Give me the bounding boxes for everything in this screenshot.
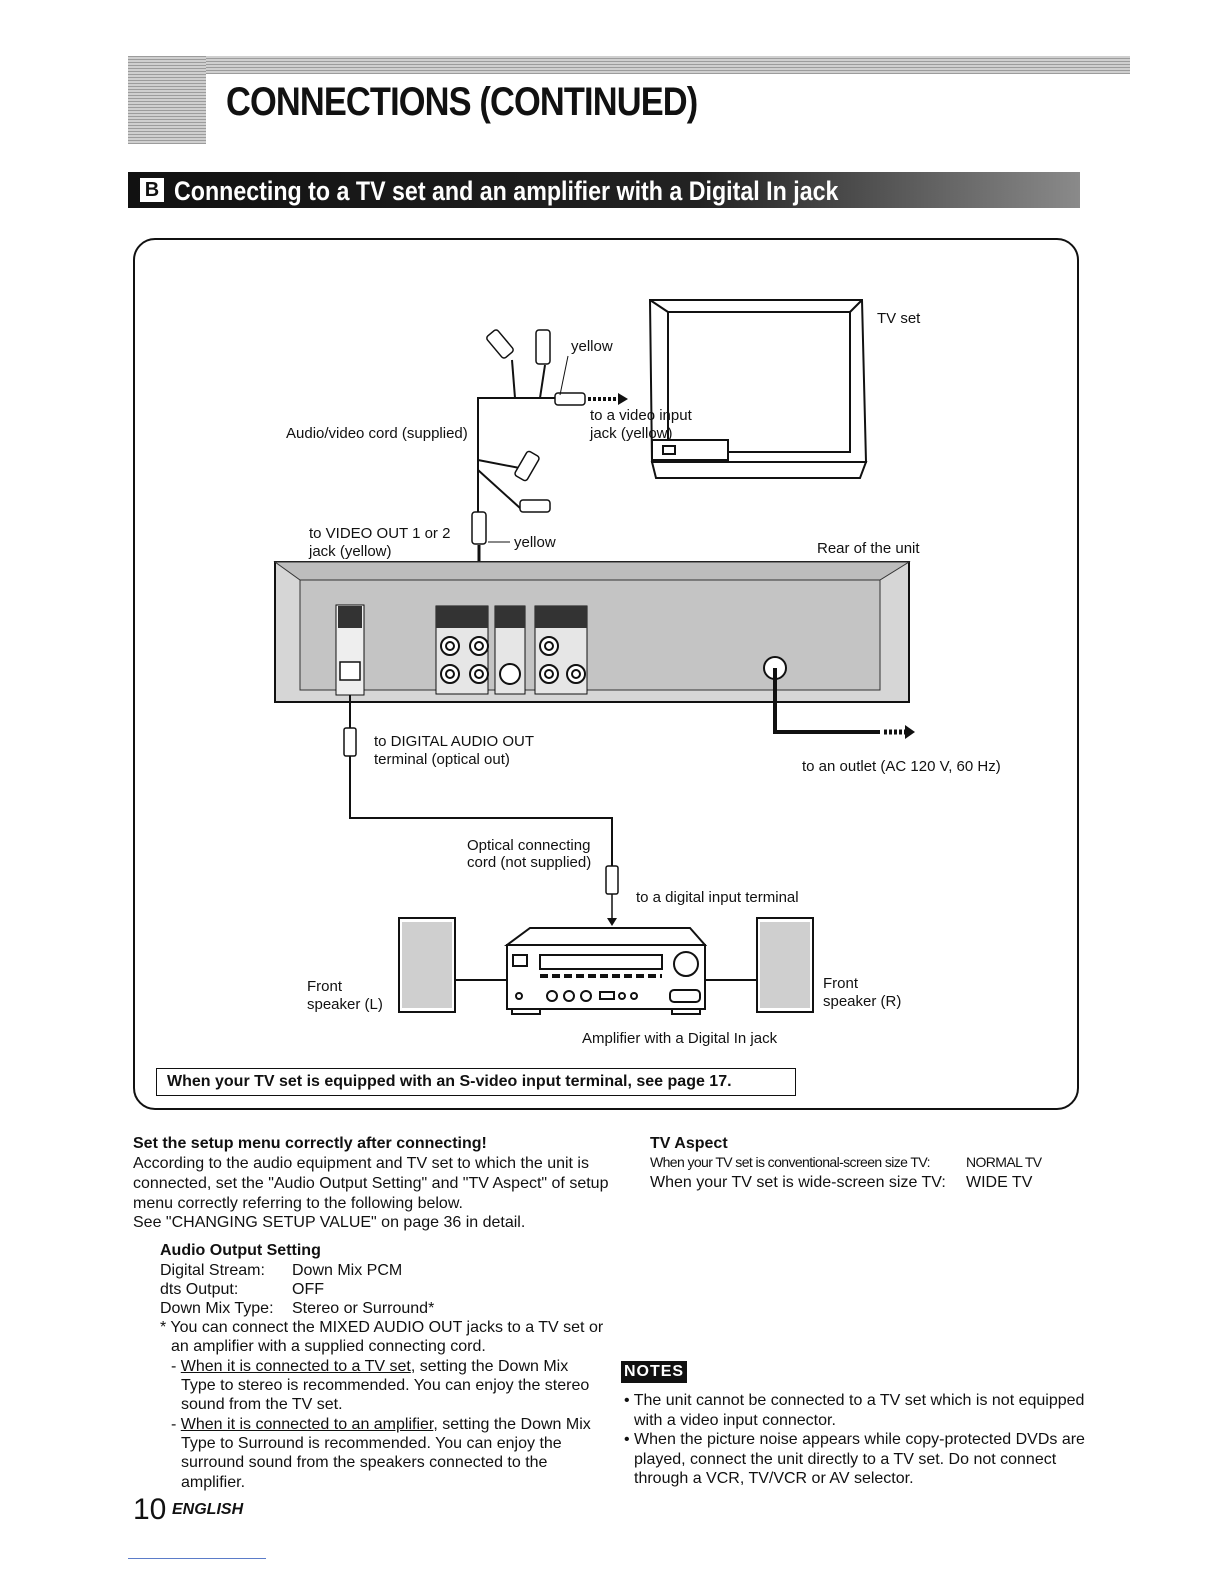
label-tv-set: TV set (877, 310, 921, 327)
setup-heading: Set the setup menu correctly after conne… (133, 1135, 487, 1152)
amp-case-underlined: When it is connected to an amplifier (180, 1416, 434, 1433)
tv-aspect-value: WIDE TV (966, 1174, 1033, 1191)
tv-aspect-condition: When your TV set is wide-screen size TV: (650, 1174, 946, 1191)
footnote-line-2: an amplifier with a supplied connecting … (171, 1338, 486, 1355)
amp-case-line-3: surround sound from the speakers connect… (181, 1454, 548, 1471)
label-front-left-2: speaker (L) (307, 996, 383, 1013)
label-video-out-2: jack (yellow) (309, 543, 392, 560)
setting-value: Down Mix PCM (292, 1262, 403, 1279)
av-cord (477, 359, 560, 520)
notes-badge: NOTES (621, 1361, 687, 1383)
section-bar (128, 172, 1080, 208)
setting-value: OFF (292, 1281, 324, 1298)
label-yellow-bottom: yellow (514, 534, 556, 551)
unit-rear-panel (273, 561, 911, 703)
amp-case-line-1: - When it is connected to an amplifier, … (171, 1416, 591, 1433)
setting-value: Stereo or Surround* (292, 1300, 435, 1317)
note-1-line-2: with a video input connector. (634, 1412, 836, 1429)
intro-line-2: connected, set the "Audio Output Setting… (133, 1175, 609, 1192)
language-label: ENGLISH (172, 1501, 244, 1518)
section-letter: B (140, 178, 164, 202)
page-number: 10 (133, 1493, 167, 1526)
amplifier-illustration (503, 927, 708, 1015)
tv-case-rest: , setting the Down Mix (410, 1358, 569, 1375)
note-2-line-1: • When the picture noise appears while c… (624, 1431, 1085, 1448)
speakers (398, 917, 814, 1013)
label-video-out-1: to VIDEO OUT 1 or 2 (309, 525, 451, 542)
svideo-note: When your TV set is equipped with an S-v… (156, 1068, 796, 1096)
tv-aspect-condition: When your TV set is conventional-screen … (650, 1154, 930, 1170)
label-digital-input: to a digital input terminal (636, 889, 799, 906)
tv-aspect-value: NORMAL TV (966, 1154, 1042, 1170)
label-amplifier: Amplifier with a Digital In jack (582, 1030, 778, 1047)
diagram-frame (133, 238, 1079, 1110)
tv-set-illustration (648, 299, 868, 479)
label-front-right-2: speaker (R) (823, 993, 902, 1010)
label-outlet: to an outlet (AC 120 V, 60 Hz) (802, 758, 1001, 775)
setting-name: Digital Stream: (160, 1262, 265, 1279)
amp-case-rest: , setting the Down Mix (433, 1416, 591, 1433)
footer-line (128, 1558, 266, 1559)
label-rear-of-unit: Rear of the unit (817, 540, 920, 557)
label-optical-cord-2: cord (not supplied) (467, 854, 592, 871)
amp-case-line-4: amplifier. (181, 1474, 246, 1491)
tv-aspect-heading: TV Aspect (650, 1135, 728, 1152)
label-front-left-1: Front (307, 978, 343, 995)
note-2-line-2: played, connect the unit directly to a T… (634, 1451, 1057, 1468)
label-optical-cord-1: Optical connecting (467, 837, 591, 854)
header-block (128, 56, 206, 144)
label-front-right-1: Front (823, 975, 859, 992)
header-band (128, 56, 1130, 74)
label-digital-out-1: to DIGITAL AUDIO OUT (374, 733, 535, 750)
tv-case-line-2: Type to stereo is recommended. You can e… (181, 1377, 590, 1394)
tv-case-line-3: sound from the TV set. (181, 1396, 343, 1413)
rca-plugs (471, 329, 586, 545)
label-video-input-2: jack (yellow) (590, 425, 673, 442)
tv-case-line-1: - When it is connected to a TV set, sett… (171, 1358, 569, 1375)
intro-line-4: See "CHANGING SETUP VALUE" on page 36 in… (133, 1214, 526, 1231)
label-digital-out-2: terminal (optical out) (374, 751, 510, 768)
label-video-input-1: to a video input (590, 407, 692, 424)
label-av-cord: Audio/video cord (supplied) (286, 425, 468, 442)
note-1-line-1: • The unit cannot be connected to a TV s… (624, 1392, 1085, 1409)
note-2-line-3: through a VCR, TV/VCR or AV selector. (634, 1470, 914, 1487)
intro-line-1: According to the audio equipment and TV … (133, 1155, 589, 1172)
label-yellow-top: yellow (571, 338, 613, 355)
audio-output-heading: Audio Output Setting (160, 1242, 321, 1259)
page-title: CONNECTIONS (CONTINUED) (226, 80, 698, 124)
setting-name: dts Output: (160, 1281, 239, 1298)
amp-case-line-2: Type to Surround is recommended. You can… (181, 1435, 562, 1452)
tv-case-underlined: When it is connected to a TV set (180, 1358, 411, 1375)
section-title: Connecting to a TV set and an amplifier … (174, 176, 839, 206)
footnote-line-1: * You can connect the MIXED AUDIO OUT ja… (160, 1319, 604, 1336)
intro-line-3: menu correctly referring to the followin… (133, 1195, 463, 1212)
setting-name: Down Mix Type: (160, 1300, 274, 1317)
